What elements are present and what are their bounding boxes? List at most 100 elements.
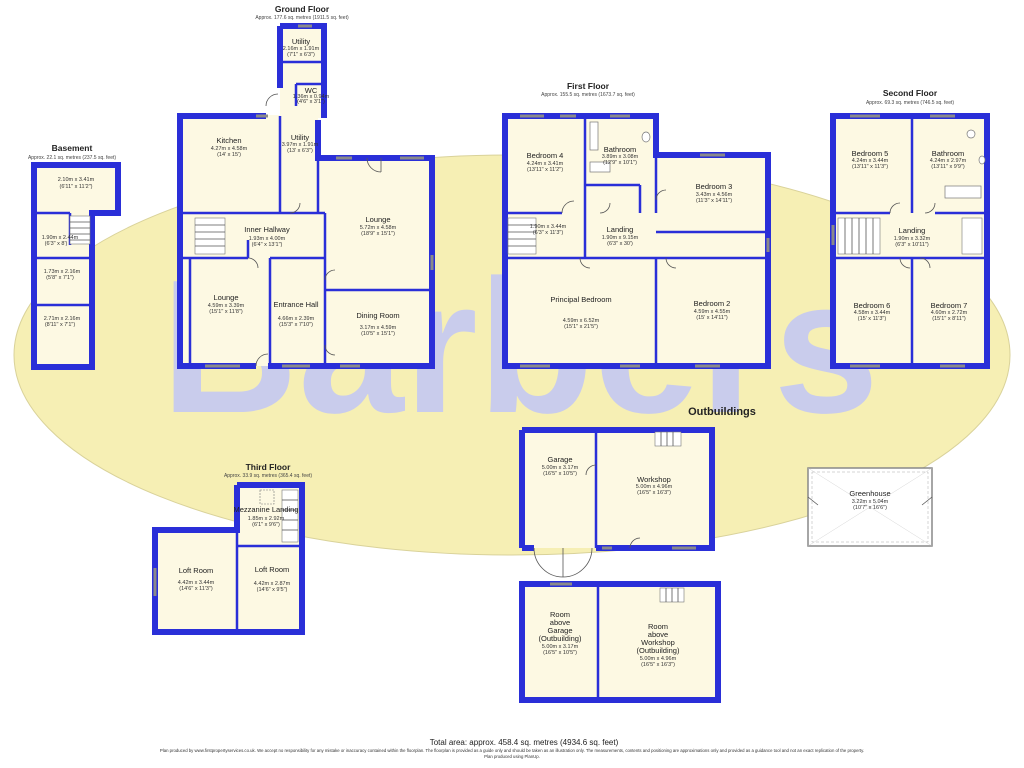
rooms-bedroom-6-dims-label: 4.58m x 3.44m [854, 310, 891, 316]
rooms-wc-dims-label: 1.36m x 0.94m [293, 94, 330, 100]
rooms-garage-dims-label: 5.00m x 3.17m [542, 465, 579, 471]
rooms-above-workshop-name1-label: Room [648, 622, 668, 631]
rooms-garage-imperial-label: (16'5" x 10'5") [543, 471, 577, 477]
rooms-kitchen-dims-label: 4.27m x 4.58m [211, 146, 248, 152]
rooms-bedroom-6-imperial-label: (15' x 11'3") [858, 316, 887, 322]
rooms-lounge-small-dims-label: 4.59m x 3.39m [208, 303, 245, 309]
rooms-above-garage-dims-label: 5.00m x 3.17m [542, 644, 579, 650]
rooms-utility-name-label: Utility [291, 133, 310, 142]
disclaimer: Plan produced by www.firstpropertyservic… [160, 748, 864, 753]
rooms-landing-first-small-dims-label: 1.90m x 3.44m [530, 224, 567, 230]
rooms-greenhouse-imperial-label: (10'7" x 16'6") [853, 505, 887, 511]
rooms-above-workshop-name2-label: above [648, 630, 668, 639]
rooms-garage-name-label: Garage [547, 455, 572, 464]
rooms-basement-3-imperial-label: (5'8" x 7'1") [46, 275, 74, 281]
rooms-loft-right-dims-label: 4.42m x 2.87m [254, 581, 291, 587]
footer: Total area: approx. 458.4 sq. metres (49… [160, 738, 864, 759]
rooms-kitchen-imperial-label: (14' x 15') [217, 152, 241, 158]
rooms-bedroom-5-dims-label: 4.24m x 3.44m [852, 158, 889, 164]
rooms-bedroom-7-name-label: Bedroom 7 [931, 301, 968, 310]
second-floor-area: Approx. 69.3 sq. metres (746.5 sq. feet) [866, 100, 954, 106]
first-floor-title: First Floor [567, 81, 610, 91]
third-floor-area: Approx. 33.9 sq. metres (365.4 sq. feet) [224, 473, 312, 479]
rooms-mezzanine-imperial-label: (6'1" x 9'6") [252, 522, 280, 528]
rooms-wc-imperial-label: (4'6" x 3'1") [297, 99, 325, 105]
rooms-landing-second-dims-label: 1.90m x 3.32m [894, 236, 931, 242]
rooms-landing-first-imperial-label: (6'3" x 30') [607, 241, 633, 247]
ground-floor-area: Approx. 177.6 sq. metres (1911.5 sq. fee… [255, 15, 349, 21]
rooms-bedroom-2-imperial-label: (15' x 14'11") [696, 315, 728, 321]
rooms-lounge-small-imperial-label: (15'1" x 11'8") [209, 309, 243, 315]
rooms-bedroom-7-dims-label: 4.60m x 2.72m [931, 310, 968, 316]
rooms-lounge-ground-imperial-label: (18'9" x 15'1") [361, 231, 395, 237]
produced-by: Plan produced using PlanUp. [484, 754, 540, 759]
rooms-above-garage-name1-label: Room [550, 610, 570, 619]
bath-fixtures-first [589, 121, 651, 173]
first-floor-plan: First Floor Approx. 155.5 sq. metres (16… [502, 81, 771, 369]
third-floor-stairs [259, 489, 299, 543]
rooms-utility-dims-label: 3.97m x 1.91m [282, 142, 319, 148]
rooms-loft-right-name-label: Loft Room [255, 565, 290, 574]
outbuildings-title: Outbuildings [688, 406, 756, 418]
rooms-utility-top-name-label: Utility [292, 37, 311, 46]
rooms-entrance-hall-dims-label: 4.66m x 2.39m [278, 316, 315, 322]
rooms-above-garage-imperial-label: (16'5" x 10'5") [543, 650, 577, 656]
rooms-basement-2-dims-label: 1.90m x 2.44m [42, 235, 79, 241]
rooms-bedroom-7-imperial-label: (15'1" x 8'11") [932, 316, 966, 322]
rooms-bedroom-2-name-label: Bedroom 2 [694, 299, 731, 308]
ground-floor-plan: Ground Floor Approx. 177.6 sq. metres (1… [177, 4, 435, 369]
rooms-above-workshop-name4-label: (Outbuilding) [637, 646, 680, 655]
rooms-bedroom-3-imperial-label: (11'3" x 14'11") [696, 198, 732, 204]
second-floor-plan: Second Floor Approx. 69.3 sq. metres (74… [830, 88, 990, 369]
rooms-lounge-ground-dims-label: 5.72m x 4.58m [360, 225, 397, 231]
rooms-above-garage-name2-label: above [550, 618, 570, 627]
rooms-lounge-small-name-label: Lounge [213, 293, 238, 302]
rooms-bedroom-2-dims-label: 4.59m x 4.55m [694, 309, 731, 315]
basement-plan: Basement Approx. 22.1 sq. metres (237.5 … [28, 143, 121, 370]
rooms-mezzanine-dims-label: 1.85m x 2.92m [248, 516, 285, 522]
rooms-workshop-dims-label: 5.00m x 4.96m [636, 484, 673, 490]
rooms-loft-right-imperial-label: (14'6" x 9'5") [257, 587, 288, 593]
rooms-kitchen-name-label: Kitchen [216, 136, 241, 145]
rooms-bedroom-4-dims-label: 4.24m x 3.41m [527, 161, 564, 167]
rooms-basement-2-imperial-label: (6'3" x 8') [45, 241, 68, 247]
rooms-utility-top-imperial-label: (7'1" x 6'3") [287, 52, 315, 58]
above-workshop-stairs [659, 587, 685, 603]
rooms-basement-1-imperial-label: (6'11" x 11'2") [59, 184, 92, 190]
rooms-lounge-ground-name-label: Lounge [365, 215, 390, 224]
rooms-bathroom-second-name-label: Bathroom [932, 149, 965, 158]
rooms-bathroom-first-dims-label: 3.89m x 3.08m [602, 154, 639, 160]
rooms-bedroom-5-imperial-label: (13'11" x 11'3") [852, 164, 888, 170]
rooms-above-garage-name4-label: (Outbuilding) [539, 634, 582, 643]
rooms-mezzanine-name-label: Mezzanine Landing [233, 505, 298, 514]
rooms-entrance-hall-name-label: Entrance Hall [273, 300, 318, 309]
rooms-principal-bedroom-imperial-label: (15'1" x 21'5") [564, 324, 598, 330]
rooms-bedroom-3-dims-label: 3.43m x 4.56m [696, 192, 733, 198]
ground-stairs [194, 217, 226, 255]
rooms-utility-imperial-label: (13' x 6'3") [287, 148, 313, 154]
rooms-bedroom-4-name-label: Bedroom 4 [527, 151, 564, 160]
rooms-above-workshop-name3-label: Workshop [641, 638, 675, 647]
rooms-loft-left-name-label: Loft Room [179, 566, 214, 575]
rooms-loft-left-dims-label: 4.42m x 3.44m [178, 580, 215, 586]
first-floor-area: Approx. 155.5 sq. metres (1673.7 sq. fee… [541, 92, 635, 98]
rooms-landing-second-name-label: Landing [899, 226, 926, 235]
basement-title: Basement [52, 143, 93, 153]
third-floor-title: Third Floor [246, 462, 292, 472]
rooms-bedroom-6-name-label: Bedroom 6 [854, 301, 891, 310]
second-floor-stairs [837, 217, 983, 255]
rooms-greenhouse-name-label: Greenhouse [849, 489, 890, 498]
rooms-workshop-name-label: Workshop [637, 475, 671, 484]
rooms-landing-first-dims-label: 1.90m x 9.15m [602, 235, 639, 241]
rooms-above-workshop-imperial-label: (16'5" x 16'3") [641, 662, 675, 668]
rooms-basement-1-dims-label: 2.10m x 3.41m [58, 177, 95, 183]
second-floor-title: Second Floor [883, 88, 938, 98]
rooms-basement-3-dims-label: 1.73m x 2.16m [44, 269, 81, 275]
rooms-landing-second-imperial-label: (6'3" x 10'11") [895, 242, 929, 248]
rooms-entrance-hall-imperial-label: (15'3" x 7'10") [279, 322, 313, 328]
basement-area: Approx. 22.1 sq. metres (237.5 sq. feet) [28, 155, 116, 161]
rooms-above-workshop-dims-label: 5.00m x 4.96m [640, 656, 677, 662]
basement-stairs [69, 215, 91, 245]
rooms-bedroom-5-name-label: Bedroom 5 [852, 149, 889, 158]
